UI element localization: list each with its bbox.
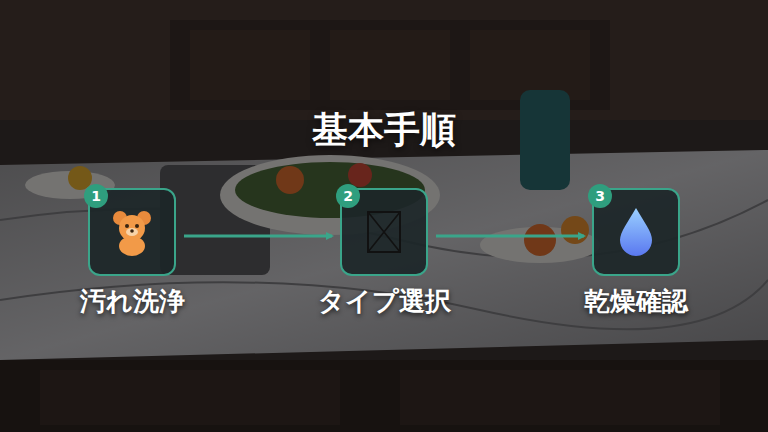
callout-number: 2 [336, 184, 360, 208]
diagram-title: 基本手順 [0, 106, 768, 155]
step-label: 乾燥確認 [584, 284, 688, 319]
callout-number: 1 [84, 184, 108, 208]
step-label: 汚れ洗浄 [80, 284, 185, 319]
flow-arrow [184, 235, 332, 238]
step-label: タイプ選択 [318, 284, 451, 319]
callout-number: 3 [588, 184, 612, 208]
flow-arrow [436, 235, 584, 238]
